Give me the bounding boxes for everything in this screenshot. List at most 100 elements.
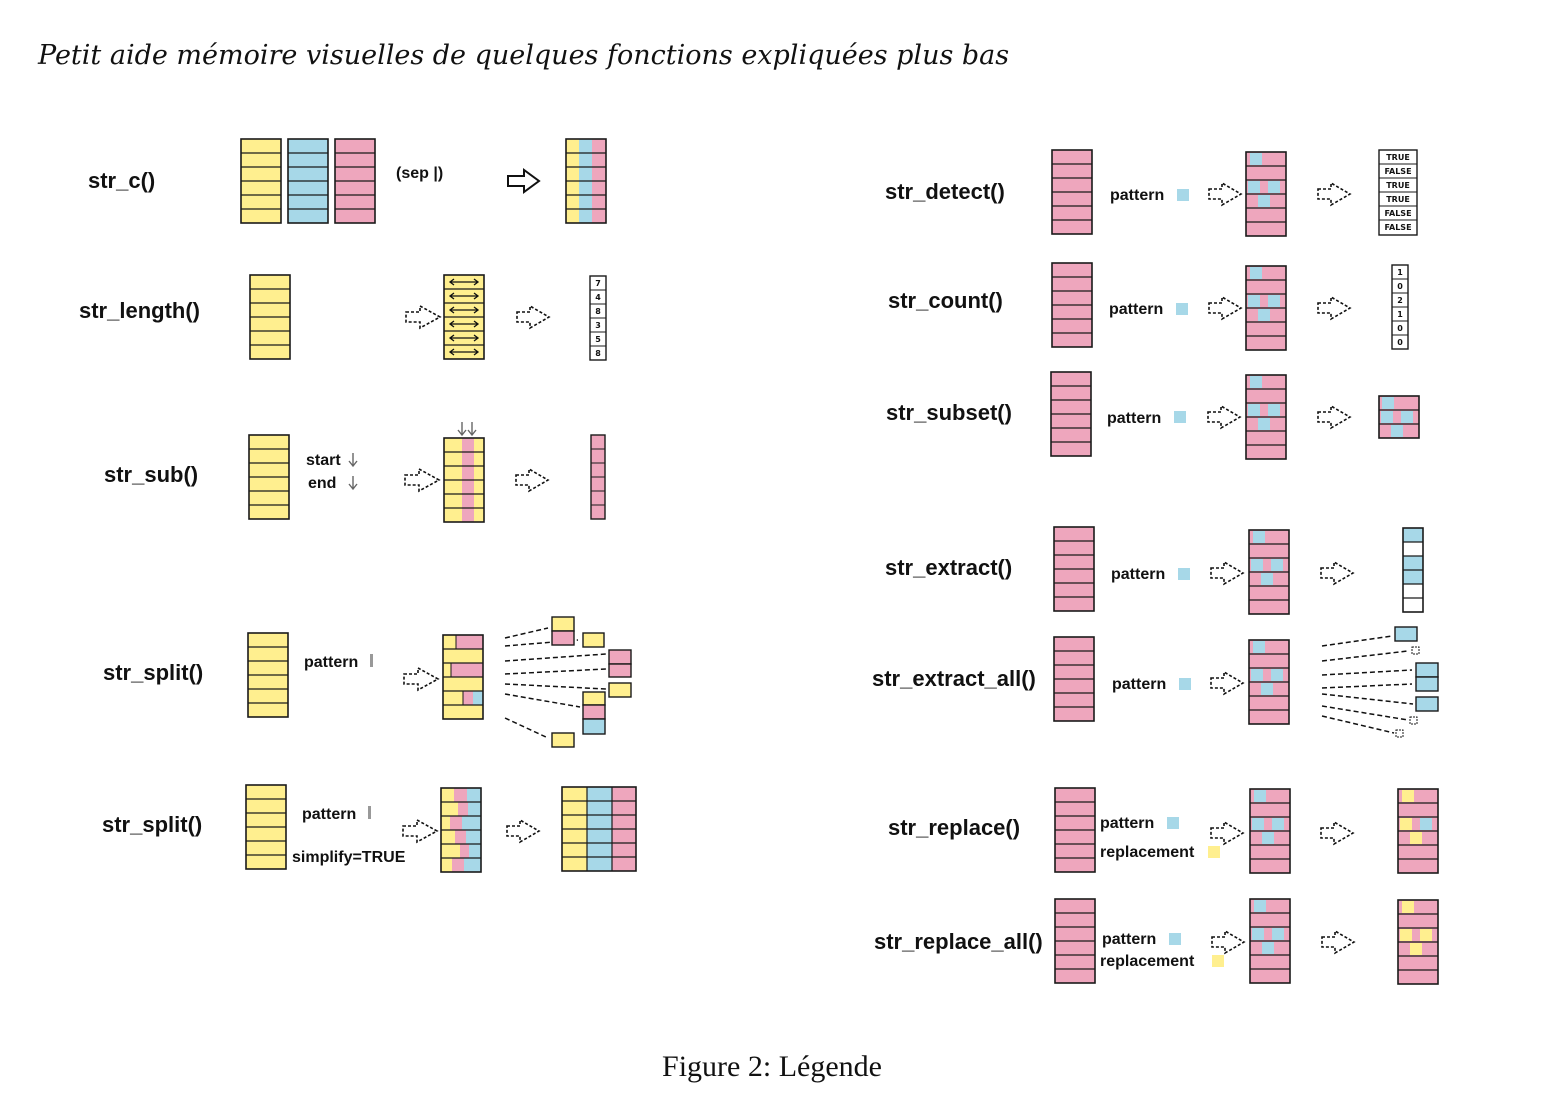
str-c-sep-label: (sep |): [396, 165, 443, 182]
str-count-name: str_count(): [888, 288, 1003, 313]
str-split-dashed-connectors: [504, 627, 607, 739]
str-extract-all-input-column: [1053, 636, 1095, 722]
str-split-simplify-option-label: simplify=TRUE: [292, 849, 406, 866]
str-split-pattern-label: pattern: [304, 654, 358, 671]
pattern-swatch: [1178, 568, 1190, 580]
dashed-arrow-icon: [404, 467, 441, 493]
pattern-swatch: [1167, 817, 1179, 829]
str-sub-result-column: [590, 434, 606, 520]
str-detect-pattern-label: pattern: [1110, 187, 1164, 204]
pattern-swatch: [1177, 189, 1189, 201]
str-c-input-pink-column: [334, 138, 376, 224]
str-extract-name: str_extract(): [885, 555, 1012, 580]
length-value: 5: [595, 335, 601, 344]
str-extract-all-matched-column: [1248, 639, 1290, 725]
intro-text: Petit aide mémoire visuelles de quelques…: [38, 40, 1010, 71]
down-arrow-icon: [457, 422, 467, 437]
pattern-swatch: [1174, 411, 1186, 423]
str-split-input-column: [247, 632, 289, 718]
detect-result-value: FALSE: [1384, 209, 1411, 218]
str-length-row: str_length() 7 4 8 3 5: [79, 274, 607, 361]
str-replace-all-matched-column: [1249, 898, 1291, 984]
dashed-arrow-icon: [1207, 404, 1242, 430]
figure-caption: Figure 2: Légende: [662, 1050, 882, 1083]
str-extract-input-column: [1053, 526, 1095, 612]
str-extract-all-row: str_extract_all() pattern: [872, 626, 1439, 738]
str-replace-all-result-column: [1397, 899, 1439, 985]
str-extract-all-pattern-label: pattern: [1112, 676, 1166, 693]
dashed-arrow-icon: [506, 818, 541, 844]
str-count-row: str_count() pattern 1 0 2 1 0 0: [888, 262, 1409, 351]
dashed-arrow-icon: [1210, 820, 1245, 846]
str-split-pieces: [551, 616, 632, 748]
dashed-arrow-icon: [1320, 560, 1355, 586]
str-sub-end-label: end: [308, 475, 336, 492]
str-detect-name: str_detect(): [885, 179, 1005, 204]
dashed-arrow-icon: [1317, 181, 1352, 207]
count-result-value: 1: [1397, 310, 1403, 319]
str-detect-matched-column: [1245, 151, 1287, 237]
str-replace-name: str_replace(): [888, 815, 1020, 840]
str-replace-input-column: [1054, 787, 1096, 873]
str-subset-result-column: [1378, 395, 1420, 439]
str-length-input-column: [249, 274, 291, 360]
detect-result-value: TRUE: [1386, 153, 1410, 162]
dashed-arrow-icon: [1321, 929, 1356, 955]
dashed-arrow-icon: [1208, 295, 1243, 321]
str-count-input-column: [1051, 262, 1093, 348]
str-detect-result-column: TRUE FALSE TRUE TRUE FALSE FALSE: [1378, 149, 1418, 236]
str-sub-name: str_sub(): [104, 462, 198, 487]
str-split-simplify-input-column: [245, 784, 287, 870]
detect-result-value: TRUE: [1386, 181, 1410, 190]
str-split-simplify-row: str_split() pattern simplify=TRUE: [102, 784, 637, 873]
dashed-arrow-icon: [1317, 295, 1352, 321]
str-split-simplify-marked-column: [440, 787, 482, 873]
count-result-value: 1: [1397, 268, 1403, 277]
detect-result-value: FALSE: [1384, 223, 1411, 232]
double-arrow-icon: [448, 278, 480, 356]
length-value: 4: [595, 293, 601, 302]
replacement-swatch: [1208, 846, 1220, 858]
pattern-swatch: [1176, 303, 1188, 315]
str-sub-row: str_sub() start end: [104, 422, 606, 523]
str-c-input-blue-column: [287, 138, 329, 224]
str-split-name: str_split(): [103, 660, 203, 685]
str-split-simplify-pattern-label: pattern: [302, 806, 356, 823]
str-sub-start-label: start: [306, 452, 341, 469]
str-sub-selected-column: [443, 437, 485, 523]
str-replace-all-row: str_replace_all() pattern replacement: [874, 898, 1439, 985]
str-extract-all-name: str_extract_all(): [872, 666, 1036, 691]
count-result-value: 0: [1397, 338, 1403, 347]
str-replace-all-pattern-label: pattern: [1102, 931, 1156, 948]
pattern-swatch: [1169, 933, 1181, 945]
detect-result-value: TRUE: [1386, 195, 1410, 204]
str-detect-row: str_detect() pattern TRUE FALSE TRUE TRU…: [885, 149, 1418, 237]
str-count-pattern-label: pattern: [1109, 301, 1163, 318]
str-length-result-column: 7 4 8 3 5 8: [589, 275, 607, 361]
pattern-swatch: [1179, 678, 1191, 690]
dashed-arrow-icon: [516, 304, 551, 330]
count-result-value: 0: [1397, 324, 1403, 333]
str-extract-matched-column: [1248, 529, 1290, 615]
down-arrow-icon: [348, 453, 358, 468]
str-length-name: str_length(): [79, 298, 200, 323]
dashed-arrow-icon: [515, 467, 550, 493]
str-subset-row: str_subset() pattern: [886, 371, 1420, 460]
str-split-simplify-matrix-output: [561, 786, 637, 872]
dashed-arrow-icon: [1317, 404, 1352, 430]
str-c-row: str_c() (sep |): [88, 138, 607, 224]
dashed-arrow-icon: [1320, 820, 1355, 846]
dashed-arrow-icon: [405, 304, 442, 330]
replacement-swatch: [1212, 955, 1224, 967]
str-extract-all-pieces: [1394, 626, 1439, 738]
str-replace-all-input-column: [1054, 898, 1096, 984]
length-value: 7: [595, 279, 601, 288]
dashed-arrow-icon: [1210, 560, 1245, 586]
str-replace-row: str_replace() pattern replacement: [888, 787, 1439, 874]
pattern-swatch: [370, 654, 373, 667]
dashed-arrow-icon: [1208, 181, 1243, 207]
dashed-arrow-icon: [403, 666, 440, 692]
str-replace-all-replacement-label: replacement: [1100, 953, 1195, 970]
length-value: 3: [595, 321, 601, 330]
str-replace-pattern-label: pattern: [1100, 815, 1154, 832]
